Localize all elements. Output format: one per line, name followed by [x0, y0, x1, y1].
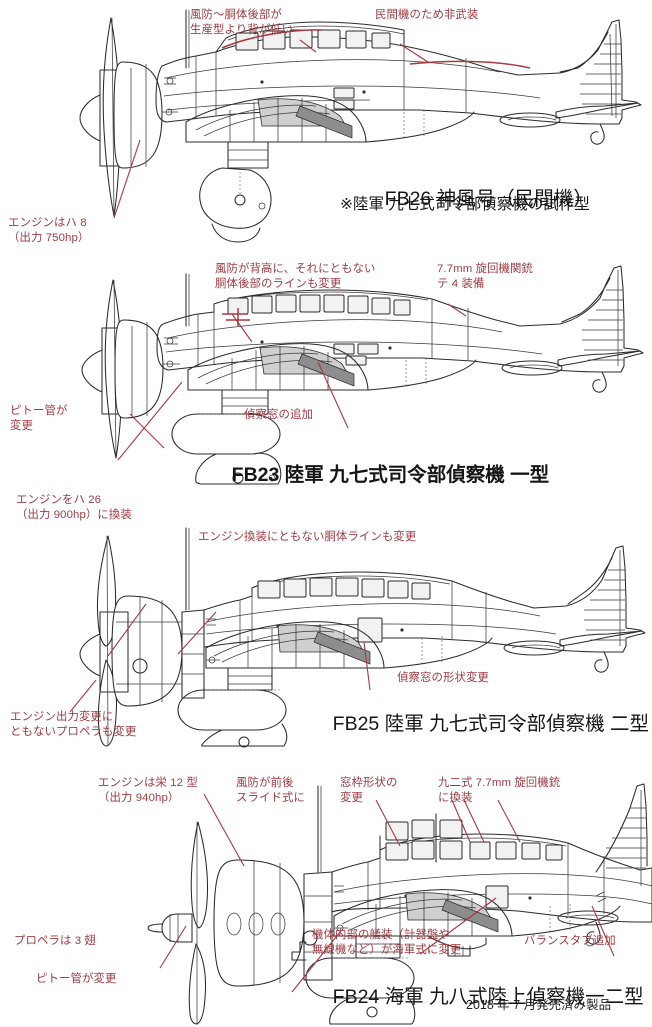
aircraft-drawing-fb25	[69, 527, 646, 748]
title-fb23: FB23 陸軍 九七式司令部偵察機 一型	[205, 440, 549, 505]
panel-fb25: エンジンをハ 26 （出力 900hp）に換装 エンジン換装にともない胴体ライン…	[0, 484, 652, 748]
note-recon-window-added: 偵察窓の追加	[244, 409, 313, 421]
note-propeller-3-blade: プロペラは 3 翅	[14, 935, 96, 947]
note-canopy-tall: 風防が背高に、それにともない 胴体後部のラインも変更	[215, 263, 376, 290]
note-interior-navy: 機体内部の艤装（計器盤や 無線機など）が海軍式に変更	[312, 929, 462, 956]
aircraft-drawing-fb26	[79, 9, 642, 243]
title-fb23-text: FB23 陸軍 九七式司令部偵察機 一型	[231, 464, 550, 486]
title-fb25-text: FB25 陸軍 九七式司令部偵察機 二型	[332, 713, 650, 735]
note-canopy-sliding: 風防が前後 スライド式に	[236, 777, 305, 804]
aircraft-drawing-fb23	[81, 265, 644, 485]
title-fb24-text: FB24 海軍 九八式陸上偵察機一二型	[332, 986, 644, 1008]
panel-fb23: 風防が背高に、それにともない 胴体後部のラインも変更 7.7mm 旋回機関銃 テ…	[0, 242, 652, 486]
note-engine-ha8: エンジンはハ 8 （出力 750hp）	[8, 217, 90, 244]
title-fb25: FB25 陸軍 九七式司令部偵察機 二型	[306, 689, 649, 754]
note-machine-gun-te4: 7.7mm 旋回機関銃 テ 4 装備	[437, 263, 534, 290]
note-engine-sakae12: エンジンは栄 12 型 （出力 940hp）	[98, 777, 198, 804]
footnote-release: 2018 年 7 月発売済み製品	[466, 998, 612, 1012]
title-fb24: FB24 海軍 九八式陸上偵察機一二型	[306, 962, 644, 1027]
subtitle-fb26: ※陸軍 九七式司令部偵察機の試作型	[340, 196, 590, 213]
note-pitot-changed: ピトー管が 変更	[10, 405, 68, 432]
aircraft-drawing-fb24	[147, 783, 652, 1025]
panel-fb24: エンジンは栄 12 型 （出力 940hp） 風防が前後 スライド式に 窓枠形状…	[0, 746, 652, 1027]
title-fb26-text: FB26 神風号（民間機）	[384, 188, 593, 210]
note-propeller-changed: エンジン出力変更に ともないプロペラも変更	[10, 711, 137, 738]
note-pitot-changed-2: ピトー管が変更	[36, 973, 117, 985]
note-unarmed-civil: 民間機のため非武装	[375, 9, 479, 21]
title-fb26: FB26 神風号（民間機）	[358, 164, 593, 229]
panel-fb26: 風防～胴体後部が 生産型より背が低い 民間機のため非武装 エンジンはハ 8 （出…	[0, 0, 652, 244]
note-recon-window-shape: 偵察窓の形状変更	[397, 672, 489, 684]
note-engine-ha26: エンジンをハ 26 （出力 900hp）に換装	[16, 494, 132, 521]
note-fuselage-line-changed: エンジン換装にともない胴体ラインも変更	[198, 531, 417, 543]
note-canopy-low: 風防～胴体後部が 生産型より背が低い	[190, 9, 294, 36]
note-window-frame-shape: 窓枠形状の 変更	[340, 777, 398, 804]
note-type92-gun: 九二式 7.7mm 旋回機銃 に換装	[438, 777, 561, 804]
note-balance-tab: バランスタブ追加	[524, 935, 616, 947]
